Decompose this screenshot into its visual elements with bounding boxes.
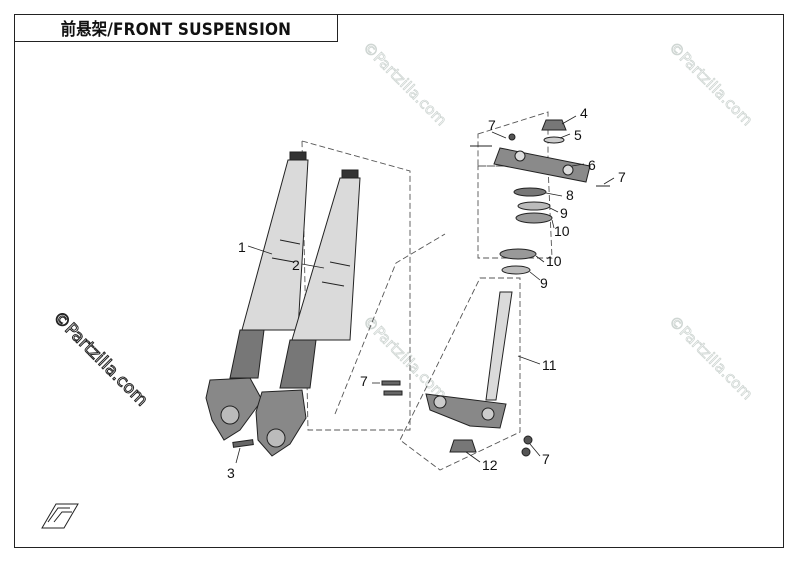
lower-clamp-hole-right: [481, 407, 495, 421]
nut-7-lower-right-2: [521, 447, 531, 457]
callout-6: 6: [588, 157, 596, 173]
page-title: 前悬架/FRONT SUSPENSION: [60, 20, 291, 40]
fork-left-axle-hole: [220, 405, 240, 425]
callout-11: 11: [542, 357, 557, 373]
bearing-stack-lower: [499, 248, 537, 275]
bolts-7-lower-left: [381, 380, 403, 396]
top-clamp-hole-right: [562, 164, 574, 176]
callout-5: 5: [574, 127, 582, 143]
part-10-bearing-upper: [515, 212, 553, 224]
cfmoto-logo-icon: [41, 503, 79, 529]
fork-left-slider: [229, 329, 265, 379]
fork-right-axle-hole: [266, 428, 286, 448]
bolt-7-lower-left-2: [383, 390, 403, 396]
fork-left-tube: [241, 159, 309, 331]
top-clamp: [493, 147, 591, 183]
stem-group-outline: [399, 277, 521, 471]
nut-12: [449, 439, 477, 453]
drawing-frame: [14, 14, 784, 548]
callout-7-lower-right: 7: [542, 451, 550, 467]
callout-1: 1: [238, 239, 246, 255]
bolt-3: [232, 439, 254, 448]
lower-clamp-hole-left: [433, 395, 447, 409]
watermark-dark: ©Partzilla.com: [48, 307, 151, 410]
callout-4: 4: [580, 105, 588, 121]
callout-9-lower: 9: [540, 275, 548, 291]
watermark-4: ©Partzilla.com: [665, 312, 756, 403]
watermark-2: ©Partzilla.com: [665, 38, 756, 129]
watermarks: ©Partzilla.com ©Partzilla.com ©Partzilla…: [48, 38, 757, 411]
fork-right-cap: [341, 169, 359, 179]
callout-8: 8: [566, 187, 574, 203]
callout-7-lower-left: 7: [360, 373, 368, 389]
fork-group-inner-line: [334, 233, 446, 415]
callouts: 1 2 3 4 5 6 7 7 8 9 10 10 9 11 7 7 12: [227, 105, 626, 481]
fork-right-lower: [255, 389, 307, 457]
bolt-3-shaft: [232, 439, 254, 448]
fork-leg-right: [255, 169, 361, 457]
nut-4-body: [541, 119, 567, 131]
logo-stroke-1: [47, 507, 70, 523]
part-9-ring-lower: [501, 265, 531, 275]
part-8-ring: [513, 187, 547, 197]
title-box: 前悬架/FRONT SUSPENSION: [14, 14, 338, 42]
callout-7-top-left: 7: [488, 117, 496, 133]
washer-5: [543, 136, 565, 144]
fork-right-tube: [291, 177, 361, 341]
stem-tube: [485, 291, 513, 401]
callout-7-top-right: 7: [618, 169, 626, 185]
callout-3: 3: [227, 465, 235, 481]
fork-left-ring-2: [271, 257, 295, 263]
logo-outline: [41, 503, 79, 529]
watermark-3: ©Partzilla.com: [359, 312, 450, 403]
leader-lines: [235, 115, 615, 464]
callout-9-upper: 9: [560, 205, 568, 221]
callout-2: 2: [292, 257, 300, 273]
nut-12-body: [449, 439, 477, 453]
watermark-1: ©Partzilla.com: [359, 38, 450, 129]
nuts-7-lower-right: [521, 435, 533, 457]
steering-stem: [425, 291, 513, 429]
bolt-7-top: [470, 133, 610, 187]
part-9-ring-upper: [517, 201, 551, 211]
bearing-stack-upper: [513, 187, 553, 224]
fork-right-ring-1: [329, 261, 351, 267]
callout-12: 12: [482, 457, 498, 473]
fork-left-ring-1: [279, 239, 301, 245]
fork-left-cap: [289, 151, 307, 161]
part-10-bearing-lower: [499, 248, 537, 260]
nut-4: [541, 119, 567, 131]
nut-7-lower-right-1: [523, 435, 533, 445]
callout-10-lower: 10: [546, 253, 562, 269]
bearing-group-outline: [477, 165, 553, 259]
bolt-7-top-nut: [508, 133, 516, 141]
washer-5-body: [543, 136, 565, 144]
fork-right-ring-2: [321, 281, 345, 287]
top-clamp-hole-left: [514, 150, 526, 162]
bolt-7-lower-left-1: [381, 380, 401, 386]
fork-leg-left: [205, 151, 309, 441]
callout-10-upper: 10: [554, 223, 570, 239]
fork-right-slider: [279, 339, 317, 389]
logo-stroke-2: [53, 511, 72, 523]
